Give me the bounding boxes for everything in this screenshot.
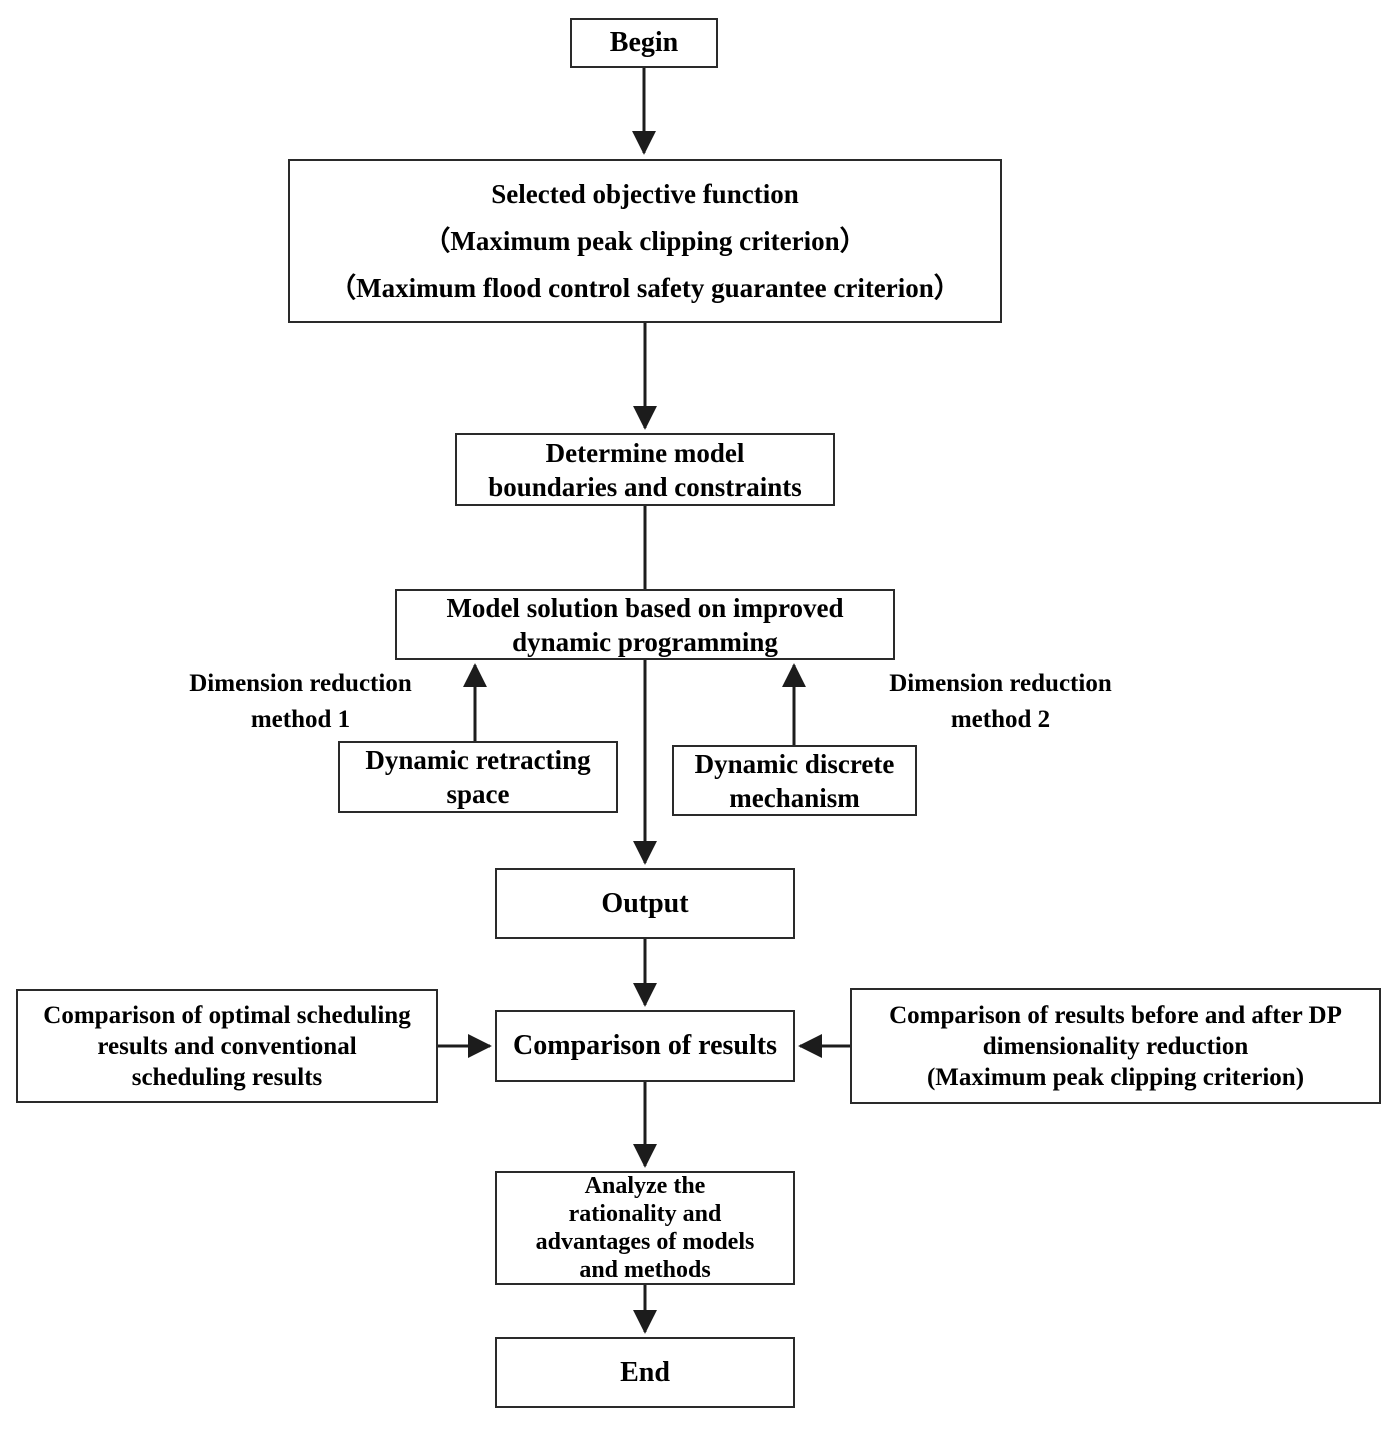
node-objective-line1: Selected objective function [491,178,799,209]
node-determine-boundaries: Determine model boundaries and constrain… [455,433,835,506]
node-begin-label: Begin [609,27,679,58]
node-comp-left-line1: Comparison of optimal scheduling [43,1001,411,1029]
node-end-label: End [620,1356,670,1388]
node-discrete-line1: Dynamic discrete [694,748,895,779]
label-dim1-line2: method 1 [250,706,351,733]
node-retracting-line1: Dynamic retracting [365,745,591,775]
label-dimension-reduction-method-2: Dimension reduction method 2 [878,670,1123,733]
node-objective-line2: （Maximum peak clipping criterion） [423,225,867,256]
node-analyze-rationality: Analyze the rationality and advantages o… [495,1171,795,1285]
node-comparison-label: Comparison of results [513,1030,777,1061]
node-discrete-line2: mechanism [729,782,860,813]
label-dimension-reduction-method-1: Dimension reduction method 1 [178,670,423,733]
node-dynamic-retracting-space: Dynamic retracting space [338,741,618,813]
node-objective-line3: （Maximum flood control safety guarantee … [329,272,961,303]
node-comp-left-line3: scheduling results [131,1063,323,1091]
node-determine-line1: Determine model [545,437,745,468]
node-comparison-of-results: Comparison of results [495,1010,795,1082]
label-dim2-line2: method 2 [950,706,1051,733]
node-analyze-line2: rationality and [568,1201,722,1227]
node-comparison-optimal-vs-conventional: Comparison of optimal scheduling results… [16,989,438,1103]
node-model-solution: Model solution based on improved dynamic… [395,589,895,660]
node-analyze-line3: advantages of models [535,1229,755,1255]
node-model-line1: Model solution based on improved [446,592,844,623]
node-dynamic-discrete-mechanism: Dynamic discrete mechanism [672,745,917,816]
node-model-line2: dynamic programming [512,626,778,657]
label-dim1-line1: Dimension reduction [189,670,412,697]
node-comp-left-line2: results and conventional [97,1032,357,1060]
node-retracting-line2: space [446,779,510,809]
node-comp-right-line1: Comparison of results before and after D… [889,1001,1342,1029]
node-determine-line2: boundaries and constraints [488,471,802,502]
node-comp-right-line3: (Maximum peak clipping criterion) [926,1063,1305,1091]
node-output-label: Output [601,887,689,919]
node-output: Output [495,868,795,939]
label-dim2-line1: Dimension reduction [889,670,1112,697]
node-analyze-line4: and methods [579,1257,711,1283]
node-objective-function: Selected objective function （Maximum pea… [288,159,1002,323]
node-end: End [495,1337,795,1408]
node-comparison-before-after-dp: Comparison of results before and after D… [850,988,1381,1104]
node-begin: Begin [570,18,718,68]
node-comp-right-line2: dimensionality reduction [982,1032,1249,1060]
node-analyze-line1: Analyze the [584,1173,706,1199]
